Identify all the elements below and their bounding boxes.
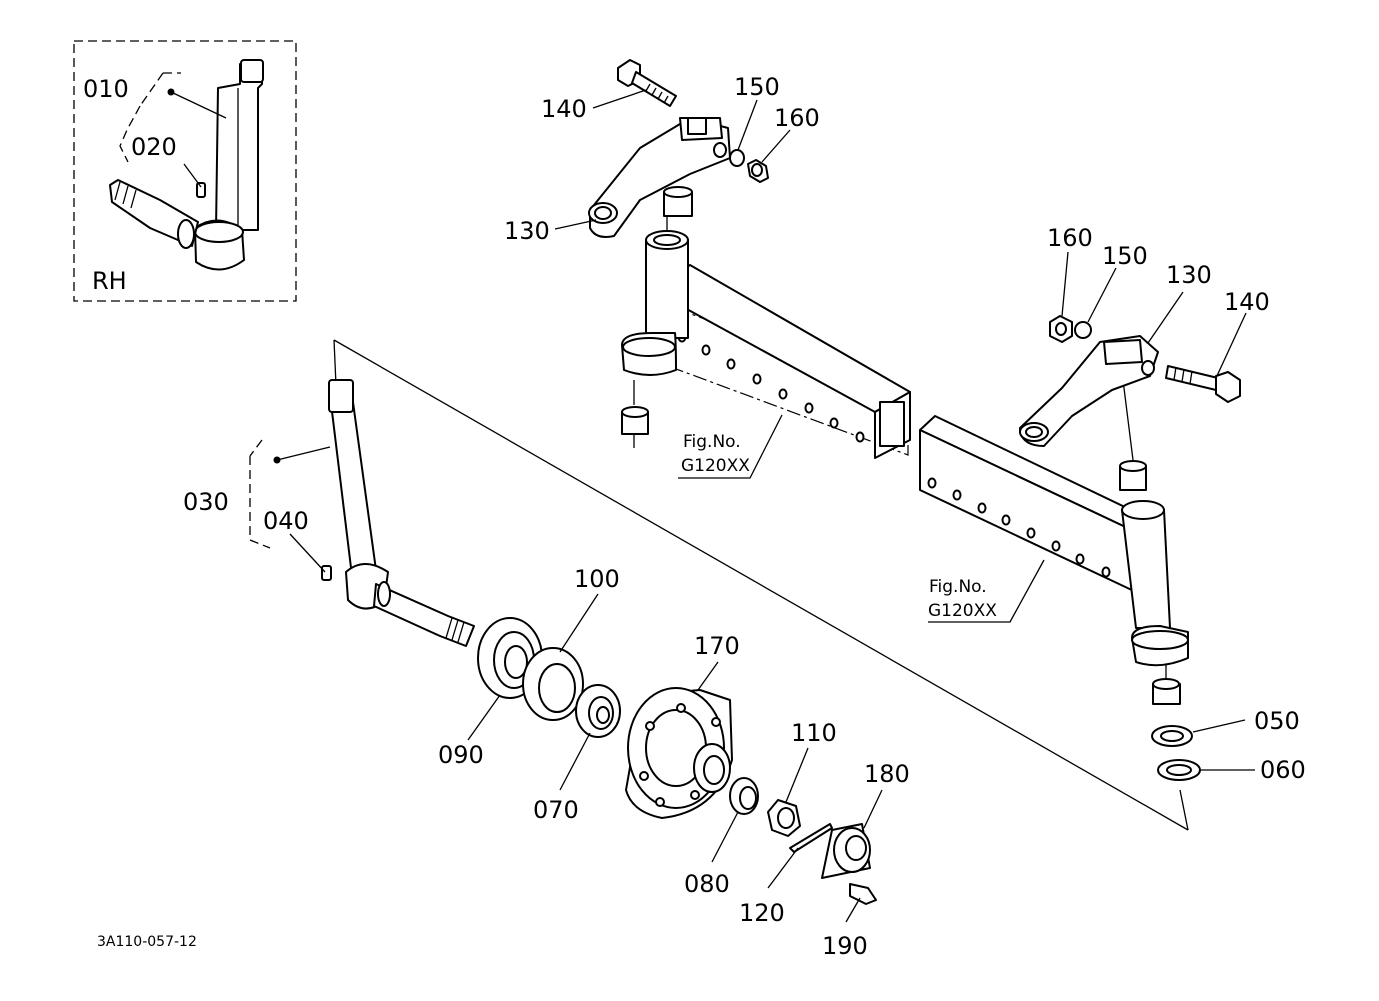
- label-130-right: 130: [1166, 261, 1212, 289]
- label-050: 050: [1254, 707, 1300, 735]
- label-080: 080: [684, 870, 730, 898]
- grease-fitting-190: [849, 883, 877, 905]
- cotter-pin-120: [789, 823, 833, 853]
- figref-left-line2: G120XX: [681, 456, 750, 476]
- label-030: 030: [183, 488, 229, 516]
- thrust-washer-060: [1157, 759, 1201, 781]
- seal-100: [522, 647, 584, 721]
- label-040: 040: [263, 507, 309, 535]
- label-130-left: 130: [504, 217, 550, 245]
- right-bolt-140: [1165, 365, 1241, 403]
- label-070: 070: [533, 796, 579, 824]
- label-190: 190: [822, 932, 868, 960]
- hub-170: [625, 687, 733, 819]
- label-120: 120: [739, 899, 785, 927]
- inset-border: [73, 40, 297, 302]
- left-steering-arm: [588, 117, 731, 238]
- bearing-080: [729, 777, 759, 815]
- leader-lines: [467, 89, 1255, 923]
- label-140-right: 140: [1224, 288, 1270, 316]
- label-180: 180: [864, 760, 910, 788]
- part-labels: 140 150 160 130 160 150 130 140 030 040 …: [97, 73, 1306, 960]
- figref-right-line2: G120XX: [928, 601, 997, 621]
- thrust-washer-050: [1151, 725, 1193, 747]
- label-160-right: 160: [1047, 224, 1093, 252]
- label-020: 020: [131, 133, 177, 161]
- label-170: 170: [694, 632, 740, 660]
- right-washer-150: [1074, 321, 1092, 339]
- figref-right-line1: Fig.No.: [929, 577, 987, 597]
- left-axle-beam: [621, 186, 911, 459]
- right-steering-arm: [1019, 335, 1159, 447]
- figref-left-line1: Fig.No.: [683, 432, 741, 452]
- label-150-right: 150: [1102, 242, 1148, 270]
- hub-cap-180: [821, 823, 871, 879]
- beam-holes-right: [927, 477, 1111, 578]
- label-150-left: 150: [734, 73, 780, 101]
- bracket-030: [249, 439, 271, 549]
- label-140-left: 140: [541, 95, 587, 123]
- label-090: 090: [438, 741, 484, 769]
- assembly-lines: [333, 339, 1189, 831]
- label-010: 010: [83, 75, 129, 103]
- castle-nut-110: [767, 799, 801, 837]
- label-160-left: 160: [774, 104, 820, 132]
- label-060: 060: [1260, 756, 1306, 784]
- bearing-070: [575, 684, 621, 738]
- left-nut-160: [747, 159, 769, 183]
- left-washer-150: [729, 149, 745, 167]
- inset-label-rh: RH: [92, 267, 127, 295]
- right-nut-160: [1049, 315, 1073, 343]
- rh-inset: 010 020 RH: [73, 40, 297, 302]
- label-100: 100: [574, 565, 620, 593]
- right-axle-beam: [919, 379, 1189, 705]
- bracket-010: [119, 72, 181, 163]
- left-knuckle-030: [321, 379, 475, 647]
- figure-code: 3A110-057-12: [97, 934, 197, 950]
- left-bolt-140: [617, 59, 677, 107]
- rh-knuckle-drawing: [109, 59, 264, 271]
- label-110: 110: [791, 719, 837, 747]
